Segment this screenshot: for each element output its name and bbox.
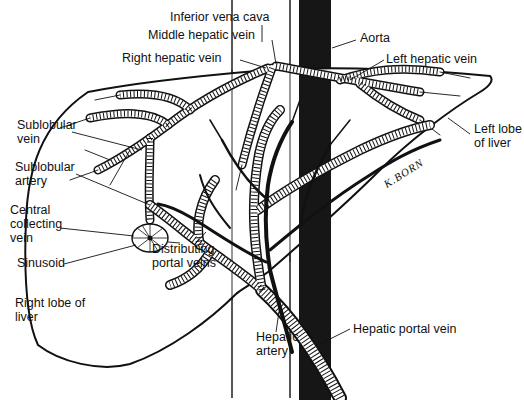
portal-vein xyxy=(150,110,430,398)
liver-outline xyxy=(25,68,491,366)
part-label: Left hepatic vein xyxy=(386,52,506,66)
part-label: Distributing portal veins xyxy=(152,242,242,270)
part-label: Hepatic portal vein xyxy=(353,322,483,336)
part-label: Left lobe of liver xyxy=(474,122,524,150)
leader-lines xyxy=(60,25,470,345)
hepatic-artery xyxy=(158,100,440,352)
part-label: Hepatic artery xyxy=(256,330,311,358)
part-label: Right lobe of liver xyxy=(15,296,90,324)
part-label: Sublobular artery xyxy=(15,160,83,188)
part-label: Middle hepatic vein xyxy=(148,28,288,42)
part-label: Central collecting vein xyxy=(10,203,70,245)
part-label: Right hepatic vein xyxy=(122,51,252,65)
part-label: Aorta xyxy=(360,31,420,45)
part-label: Sinusoid xyxy=(17,256,77,270)
part-label: Inferior vena cava xyxy=(170,10,300,24)
part-label: Sublobular vein xyxy=(17,118,85,146)
